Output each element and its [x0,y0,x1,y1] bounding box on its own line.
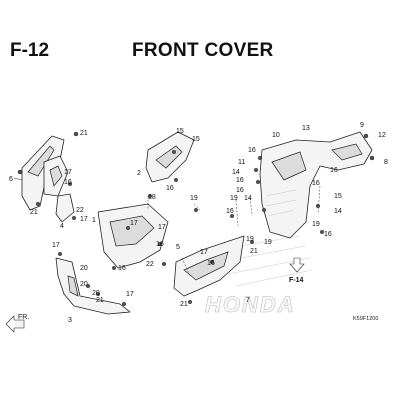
callout-21: 21 [80,130,88,137]
callout-16b: 16 [118,265,126,272]
callout-17g: 17 [200,249,208,256]
callout-22: 22 [76,207,84,214]
callout-1: 1 [92,217,96,224]
callout-9: 9 [360,122,364,129]
part-1-front-lower-cover [97,203,169,269]
part-7-left-bracket [43,155,69,197]
callout-19: 19 [190,195,198,202]
callout-4: 4 [60,223,64,230]
part-6-left-inner-cover [13,135,65,211]
callout-21b: 21 [30,209,38,216]
callout-20: 20 [80,265,88,272]
diagram-title: FRONT COVER [132,40,274,61]
callout-21e: 21 [250,248,258,255]
callout-2: 2 [137,170,141,177]
callout-16l: 16 [324,231,332,238]
part-2-center-bracket [145,131,195,183]
callout-5: 5 [176,244,180,251]
callout-22b: 22 [146,261,154,268]
callout-10: 10 [272,132,280,139]
callout-21d: 21 [180,301,188,308]
callout-15: 15 [176,128,184,135]
callout-17f: 17 [126,291,134,298]
callout-19d: 19 [264,239,272,246]
callout-20b: 20 [80,281,88,288]
part-10-upper-frame [259,131,373,239]
callout-16f: 16 [226,208,234,215]
fastener-set [36,131,375,307]
callout-17d: 17 [158,224,166,231]
callout-17: 17 [64,169,72,176]
fr-label: FR. [18,314,29,321]
section-code: F-12 [10,40,50,61]
callout-18: 18 [148,194,156,201]
watermark-text: HONDA [205,292,296,317]
callout-16k: 16 [312,180,320,187]
callout-14: 14 [244,195,252,202]
callout-17c: 17 [130,220,138,227]
callout-20c: 20 [92,290,100,297]
callout-7: 7 [246,297,250,304]
callout-16g: 16 [248,147,256,154]
honda-watermark: HONDA [205,235,313,317]
clip-fastener [17,169,23,175]
part-5-side-cover [173,235,245,297]
diagram-code: K59F1200 [353,316,378,322]
callout-16: 16 [64,179,72,186]
callout-16h: 16 [236,177,244,184]
callout-3: 3 [68,317,72,324]
callout-16i: 16 [236,187,244,194]
callout-16d: 16 [166,185,174,192]
callout-15b: 15 [192,136,200,143]
callout-16e: 16 [207,260,215,267]
callout-14b: 14 [232,169,240,176]
callout-19c: 19 [246,236,254,243]
callout-16c: 16 [156,241,164,248]
callout-14c: 14 [334,208,342,215]
ref-f14-label: F-14 [289,277,304,284]
callout-11: 11 [238,159,245,166]
callout-15c: 15 [334,193,342,200]
part-4-small-bracket [55,193,75,223]
callout-19b: 19 [230,195,238,202]
callout-19e: 19 [312,221,320,228]
part-callouts: 21 6 17 16 21 22 17 4 1 18 17 16 17 16 2… [9,122,388,324]
callout-12: 12 [378,132,386,139]
callout-17b: 17 [80,216,88,223]
reference-f14: F-14 [289,257,305,284]
callout-8: 8 [384,159,388,166]
callout-6: 6 [9,176,13,183]
callout-13: 13 [302,125,310,132]
part-3-lower-frame [55,257,131,315]
callout-16j: 16 [330,167,338,174]
callout-21c: 21 [96,297,104,304]
callout-17e: 17 [52,242,60,249]
front-direction-arrow: FR. [5,314,29,333]
